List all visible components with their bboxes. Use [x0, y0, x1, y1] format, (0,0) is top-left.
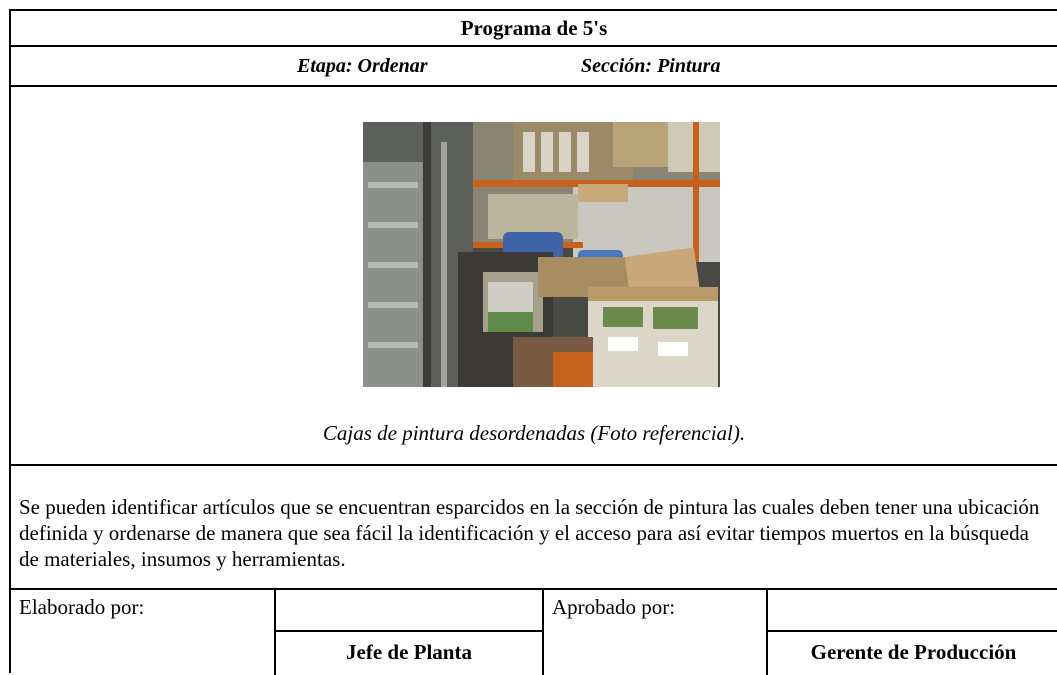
- prepared-label-cell: Elaborado por:: [11, 590, 274, 675]
- form-title: Programa de 5's: [460, 15, 608, 40]
- signature-row: Elaborado por: Jefe de Planta Aprobado p…: [11, 590, 1057, 675]
- description-row: Se pueden identificar artículos que se e…: [11, 466, 1057, 590]
- warehouse-photo: [363, 122, 720, 387]
- section-label: Sección: Pintura: [581, 55, 721, 77]
- stage-section-row: Etapa: Ordenar Sección: Pintura: [11, 47, 1057, 87]
- approved-label-cell: Aprobado por:: [542, 590, 766, 675]
- prepared-signature-cell: Jefe de Planta: [274, 590, 542, 675]
- form-title-row: Programa de 5's: [11, 11, 1057, 47]
- description-text: Se pueden identificar artículos que se e…: [19, 495, 1040, 571]
- photo-caption: Cajas de pintura desordenadas (Foto refe…: [322, 421, 746, 445]
- prepared-by-label: Elaborado por:: [19, 595, 145, 619]
- photo-row: Cajas de pintura desordenadas (Foto refe…: [11, 87, 1057, 466]
- prepared-role: Jefe de Planta: [346, 640, 472, 664]
- prepared-signature-line: [276, 630, 542, 632]
- approved-signature-line: [768, 630, 1057, 632]
- warehouse-photo-illustration: [363, 122, 720, 387]
- approved-role: Gerente de Producción: [810, 640, 1017, 664]
- five-s-form: Programa de 5's Etapa: Ordenar Sección: …: [9, 9, 1057, 675]
- approved-by-label: Aprobado por:: [552, 595, 676, 619]
- approved-signature-cell: Gerente de Producción: [766, 590, 1057, 675]
- stage-label: Etapa: Ordenar: [297, 55, 428, 77]
